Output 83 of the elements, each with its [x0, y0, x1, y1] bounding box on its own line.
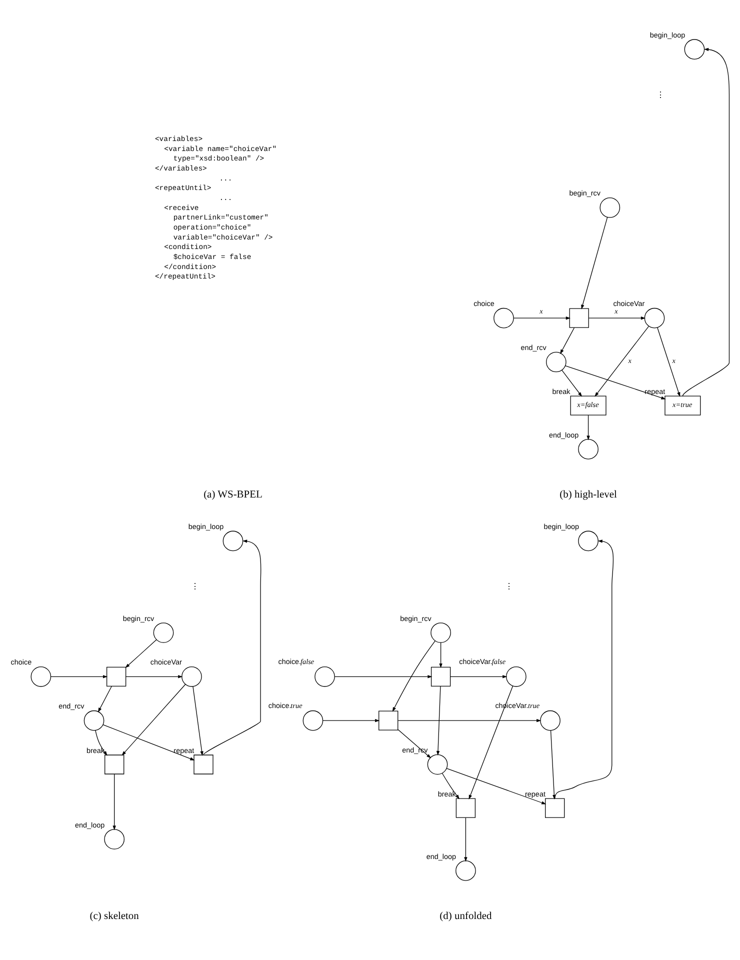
- node-label: choice: [474, 299, 494, 308]
- arrow: [322, 718, 380, 722]
- arrow: [554, 540, 614, 799]
- arrow: [392, 640, 436, 712]
- node-circle: [546, 352, 566, 372]
- node-label: begin_loop: [188, 522, 224, 532]
- arrow: [560, 327, 575, 354]
- node-circle: [84, 710, 104, 731]
- node-label: choice: [10, 658, 32, 667]
- node-box: [104, 754, 124, 774]
- arrow: [464, 817, 468, 862]
- node-circle: [302, 710, 324, 731]
- node-box: [430, 666, 451, 686]
- arrow: [334, 675, 432, 678]
- node-label: break: [438, 789, 456, 798]
- node-label: end_loop: [75, 820, 105, 830]
- arrow: [565, 365, 666, 400]
- node-circle: [506, 666, 526, 687]
- node-circle: [540, 710, 560, 731]
- node-box: [569, 308, 589, 328]
- arrow: [450, 675, 508, 678]
- node-circle: [430, 622, 451, 643]
- node-label: repeat: [644, 386, 666, 396]
- node-box: [545, 798, 565, 818]
- node-circle: [30, 666, 52, 687]
- node-label: begin_loop: [544, 522, 579, 532]
- node-box: [106, 666, 126, 686]
- node-label: end_rcv: [520, 343, 546, 352]
- arrow: [112, 774, 116, 830]
- arrow: [562, 370, 582, 397]
- node-box: [378, 710, 398, 730]
- node-label: begin_rcv: [122, 614, 154, 623]
- node-label: begin_rcv: [400, 614, 432, 623]
- arrow: [442, 772, 460, 800]
- arrow: [125, 639, 157, 668]
- arrow: [203, 540, 262, 755]
- arrow: [98, 686, 112, 712]
- node-label: repeat: [174, 746, 194, 755]
- arrow: [122, 684, 186, 756]
- arrow: [436, 686, 441, 756]
- node-label: end_loop: [548, 430, 579, 440]
- node-label: end_rcv: [58, 702, 84, 711]
- arrow: [581, 216, 608, 310]
- node-circle: [222, 530, 244, 552]
- arrow: [682, 48, 730, 396]
- node-label: choiceVar: [613, 299, 645, 308]
- arrow: [439, 642, 442, 668]
- node-label: begin_rcv: [569, 188, 601, 198]
- arrow: [50, 675, 108, 678]
- node-label: break: [552, 386, 570, 396]
- label: (a) WS-BPEL: [204, 490, 262, 501]
- node-circle: [578, 530, 598, 552]
- node-circle: [314, 666, 335, 687]
- arrow: [398, 718, 542, 722]
- arrow: [102, 724, 195, 760]
- node-circle: [684, 39, 705, 60]
- label: (c) skeleton: [90, 911, 139, 922]
- arrow: [588, 316, 646, 320]
- node-box: [194, 754, 214, 774]
- label: (d) unfolded: [440, 911, 492, 922]
- label: (b) high-level: [560, 490, 617, 501]
- arrow: [550, 730, 556, 800]
- arrow: [126, 675, 183, 678]
- node-circle: [578, 439, 598, 460]
- node-box: [456, 798, 476, 818]
- node-circle: [153, 622, 174, 643]
- arrow: [594, 326, 649, 397]
- arrow: [657, 327, 680, 397]
- arrow: [468, 686, 514, 800]
- node-circle: [456, 860, 476, 881]
- node-label: repeat: [525, 789, 546, 798]
- node-circle: [600, 197, 620, 218]
- arrow: [586, 414, 590, 440]
- arrow: [192, 686, 204, 756]
- arrow: [513, 316, 570, 320]
- arrow: [446, 768, 546, 804]
- node-label: end_loop: [426, 852, 456, 861]
- node-label: begin_loop: [650, 30, 686, 40]
- node-circle: [644, 308, 665, 328]
- node-circle: [104, 829, 124, 850]
- node-label: choiceVar: [150, 658, 182, 667]
- node-circle: [182, 666, 202, 687]
- node-circle: [494, 308, 514, 328]
